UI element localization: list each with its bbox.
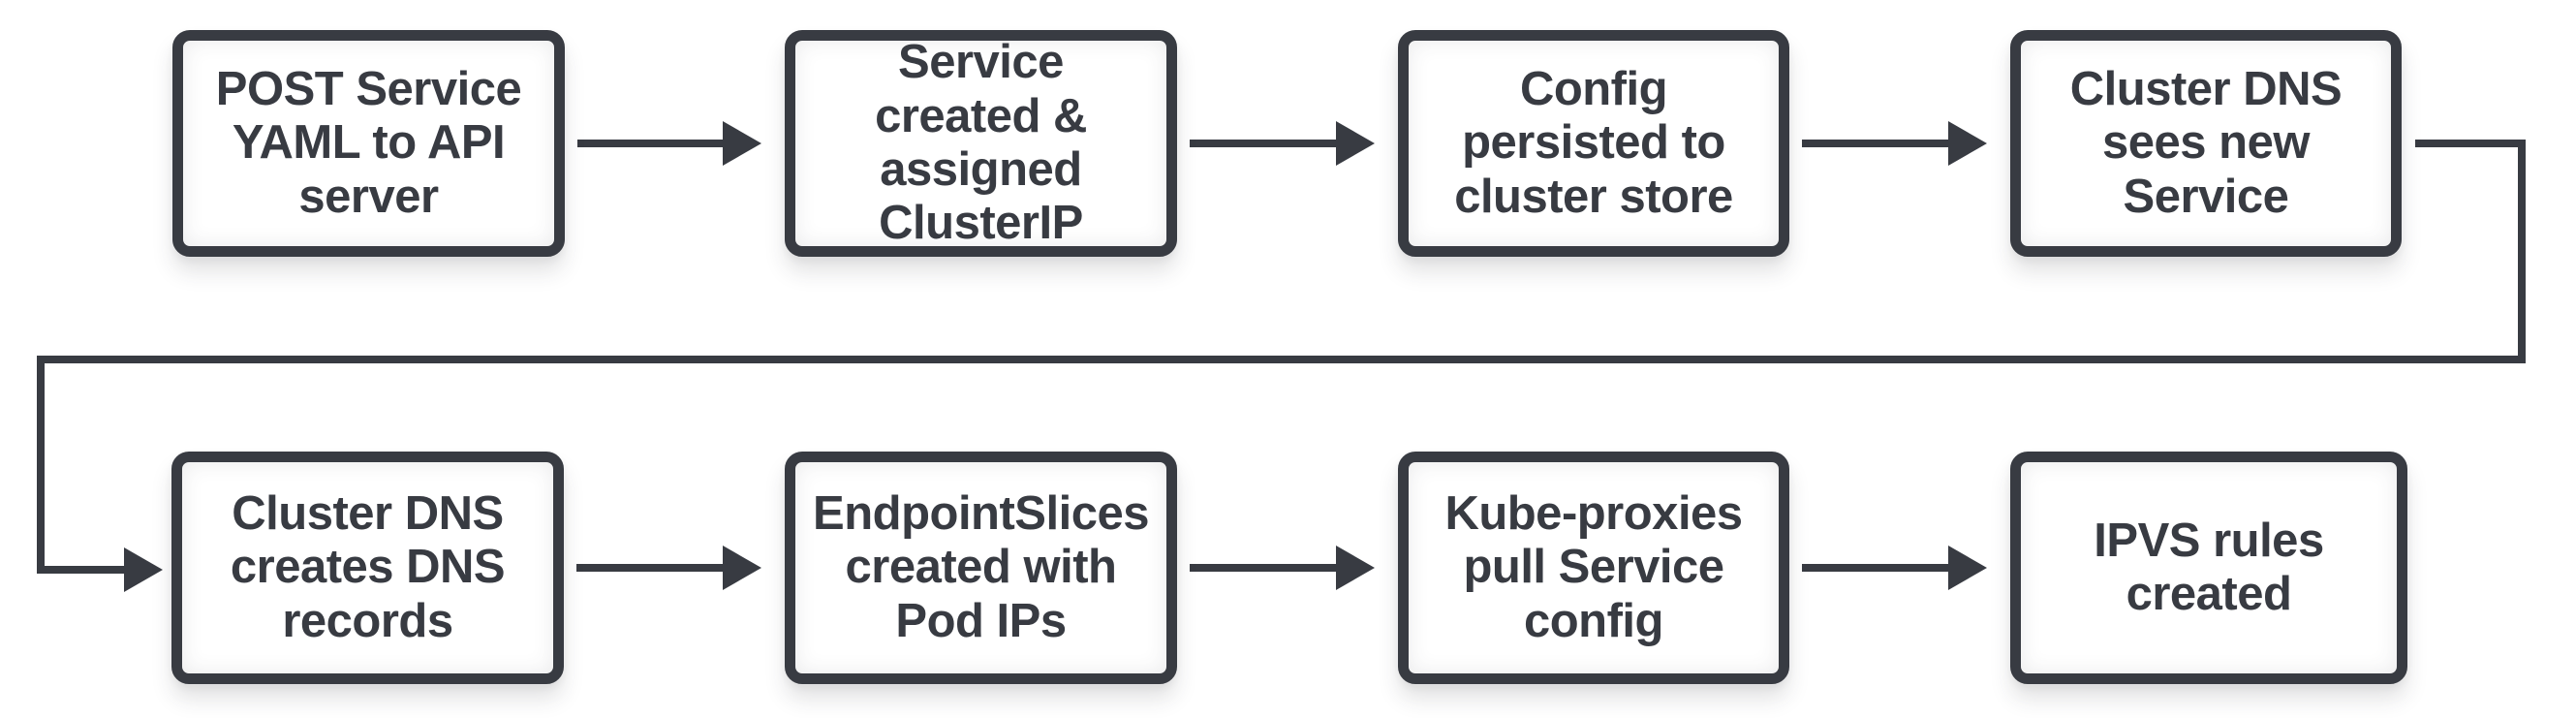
flow-step-6: EndpointSlices created with Pod IPs [785,452,1177,684]
flow-step-8: IPVS rules created [2010,452,2407,684]
arrow-step2-to-step3 [1190,121,1375,166]
flow-step-3: Config persisted to cluster store [1398,30,1789,257]
arrow-step1-to-step2 [577,121,761,166]
flow-step-1: POST Service YAML to API server [172,30,565,257]
flow-step-4: Cluster DNS sees new Service [2010,30,2402,257]
flow-step-7-label: Kube-proxies pull Service config [1444,486,1743,647]
flow-step-8-label: IPVS rules created [2094,514,2324,620]
flow-step-5-label: Cluster DNS creates DNS records [230,486,506,647]
flow-step-3-label: Config persisted to cluster store [1454,62,1733,223]
arrow-step5-to-step6 [576,546,761,590]
flow-step-5: Cluster DNS creates DNS records [171,452,564,684]
arrow-step3-to-step4 [1802,121,1987,166]
arrow-step6-to-step7 [1190,546,1375,590]
flow-step-2: Service created & assigned ClusterIP [785,30,1177,257]
flow-step-4-label: Cluster DNS sees new Service [2069,62,2343,223]
flow-step-6-label: EndpointSlices created with Pod IPs [813,486,1149,647]
arrow-step7-to-step8 [1802,546,1987,590]
flow-step-7: Kube-proxies pull Service config [1398,452,1789,684]
flow-step-2-label: Service created & assigned ClusterIP [875,36,1087,250]
flow-step-1-label: POST Service YAML to API server [215,62,522,223]
